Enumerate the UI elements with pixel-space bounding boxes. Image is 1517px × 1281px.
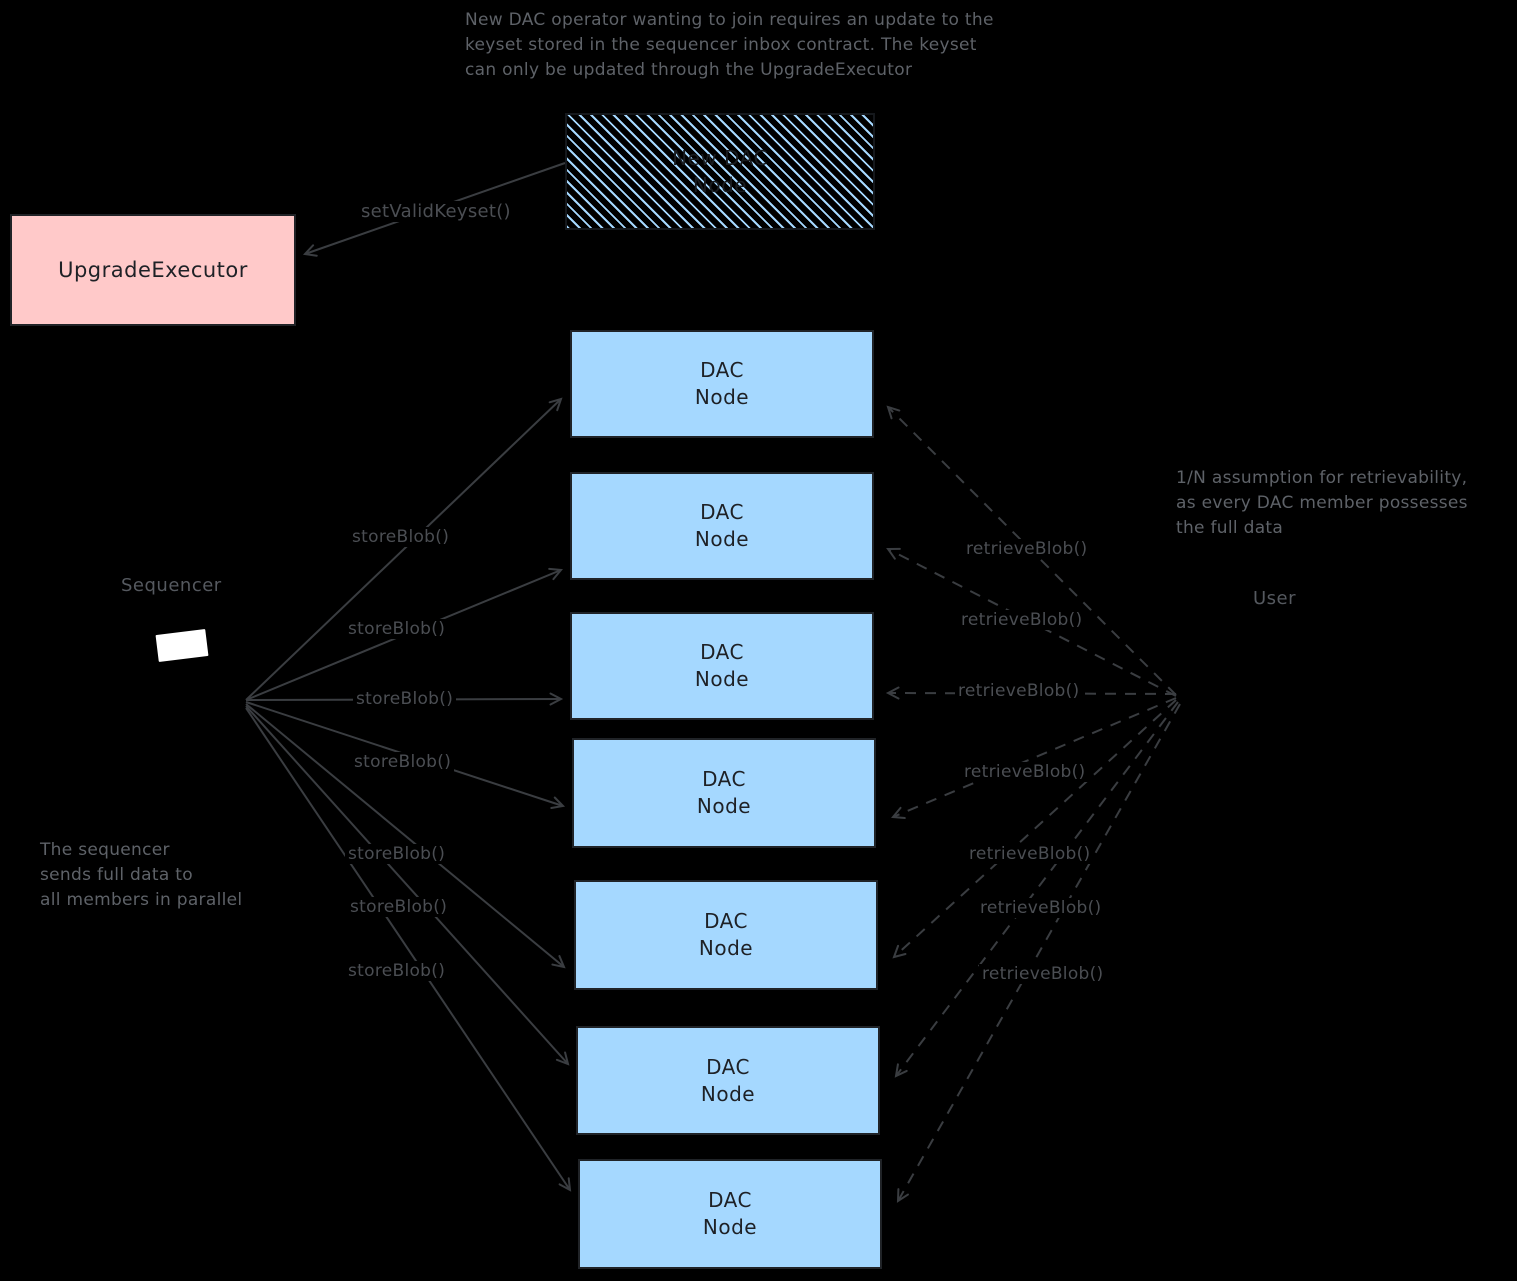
- retrieve-blob-label: retrieveBlob(): [961, 762, 1089, 782]
- new-dac-node-box: New DAC Node: [565, 113, 875, 230]
- store-blob-arrow: [245, 703, 566, 969]
- store-blob-label: storeBlob(): [353, 689, 457, 709]
- dac-node-box: DAC Node: [572, 738, 876, 848]
- store-blob-label: storeBlob(): [345, 844, 449, 864]
- sequencer-label: Sequencer: [121, 575, 222, 596]
- dac-node-box: DAC Node: [570, 330, 874, 438]
- retrieve-blob-label: retrieveBlob(): [977, 898, 1105, 918]
- dac-node-label: DAC Node: [702, 1188, 758, 1239]
- dac-node-label: DAC Node: [694, 358, 750, 409]
- left-note: The sequencer sends full data to all mem…: [40, 840, 243, 910]
- retrieve-blob-label: retrieveBlob(): [963, 539, 1091, 559]
- retrieve-blob-arrow: [891, 697, 1177, 819]
- store-blob-label: storeBlob(): [345, 619, 449, 639]
- upgrade-executor-box: UpgradeExecutor: [10, 214, 296, 326]
- dac-node-box: DAC Node: [570, 612, 874, 720]
- dac-node-label: DAC Node: [698, 909, 754, 960]
- right-note: 1/N assumption for retrievability, as ev…: [1176, 468, 1468, 538]
- retrieve-blob-arrow: [894, 701, 1179, 1078]
- dac-node-box: DAC Node: [576, 1026, 880, 1135]
- dac-node-label: DAC Node: [694, 500, 750, 551]
- dac-node-box: DAC Node: [578, 1159, 882, 1269]
- store-blob-label: storeBlob(): [351, 752, 455, 772]
- top-note: New DAC operator wanting to join require…: [465, 10, 994, 80]
- store-blob-arrow: [245, 707, 572, 1192]
- retrieve-blob-arrow: [896, 703, 1181, 1203]
- retrieve-blob-label: retrieveBlob(): [958, 610, 1086, 630]
- retrieve-blob-label: retrieveBlob(): [955, 681, 1083, 701]
- store-blob-label: storeBlob(): [345, 961, 449, 981]
- store-blob-label: storeBlob(): [349, 527, 453, 547]
- retrieve-blob-label: retrieveBlob(): [979, 964, 1107, 984]
- dac-node-box: DAC Node: [570, 472, 874, 580]
- store-blob-label: storeBlob(): [347, 897, 451, 917]
- user-label: User: [1253, 588, 1297, 609]
- retrieve-blob-arrow: [892, 699, 1177, 959]
- retrieve-blob-label: retrieveBlob(): [966, 844, 1094, 864]
- upgrade-executor-label: UpgradeExecutor: [58, 257, 248, 282]
- store-blob-arrow: [245, 705, 570, 1066]
- dac-node-label: DAC Node: [696, 767, 752, 818]
- set-valid-keyset-label: setValidKeyset(): [358, 201, 514, 222]
- new-dac-node-label: New DAC Node: [672, 145, 768, 197]
- store-blob-arrow: [245, 397, 563, 701]
- dac-node-label: DAC Node: [694, 640, 750, 691]
- dac-node-box: DAC Node: [574, 880, 878, 990]
- dac-node-label: DAC Node: [700, 1054, 756, 1106]
